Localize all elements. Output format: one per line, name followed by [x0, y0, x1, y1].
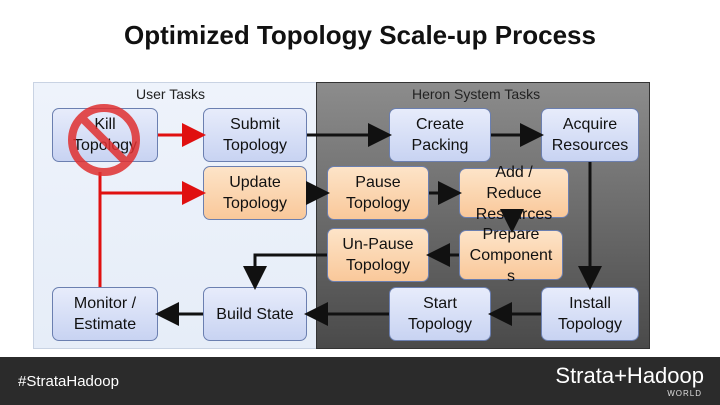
footer-hashtag: #StrataHadoop	[18, 373, 119, 390]
heron-system-tasks-label: Heron System Tasks	[412, 86, 541, 102]
page-title: Optimized Topology Scale-up Process	[124, 20, 596, 50]
monitor-estimate-box: Monitor / Estimate	[52, 287, 158, 341]
install-topology-box: Install Topology	[541, 287, 639, 341]
start-topology-box: Start Topology	[389, 287, 491, 341]
acquire-resources-box: Acquire Resources	[541, 108, 639, 162]
arrow-unpause-to-build-state	[243, 253, 327, 290]
pause-topology-box: Pause Topology	[327, 166, 429, 220]
unpause-topology-box: Un-Pause Topology	[327, 228, 429, 282]
prepare-components-box: Prepare Component s	[459, 226, 563, 285]
strata-hadoop-logo: Strata+Hadoop	[555, 363, 704, 388]
logo-subtitle: WORLD	[667, 389, 702, 398]
user-tasks-label: User Tasks	[136, 86, 205, 102]
footer-bar	[0, 357, 720, 405]
update-topology-box: Update Topology	[203, 166, 307, 220]
create-packing-box: Create Packing	[389, 108, 491, 162]
submit-topology-box: Submit Topology	[203, 108, 307, 162]
arrow-monitor-to-update	[98, 181, 206, 287]
build-state-box: Build State	[203, 287, 307, 341]
prohibit-icon	[68, 104, 140, 176]
